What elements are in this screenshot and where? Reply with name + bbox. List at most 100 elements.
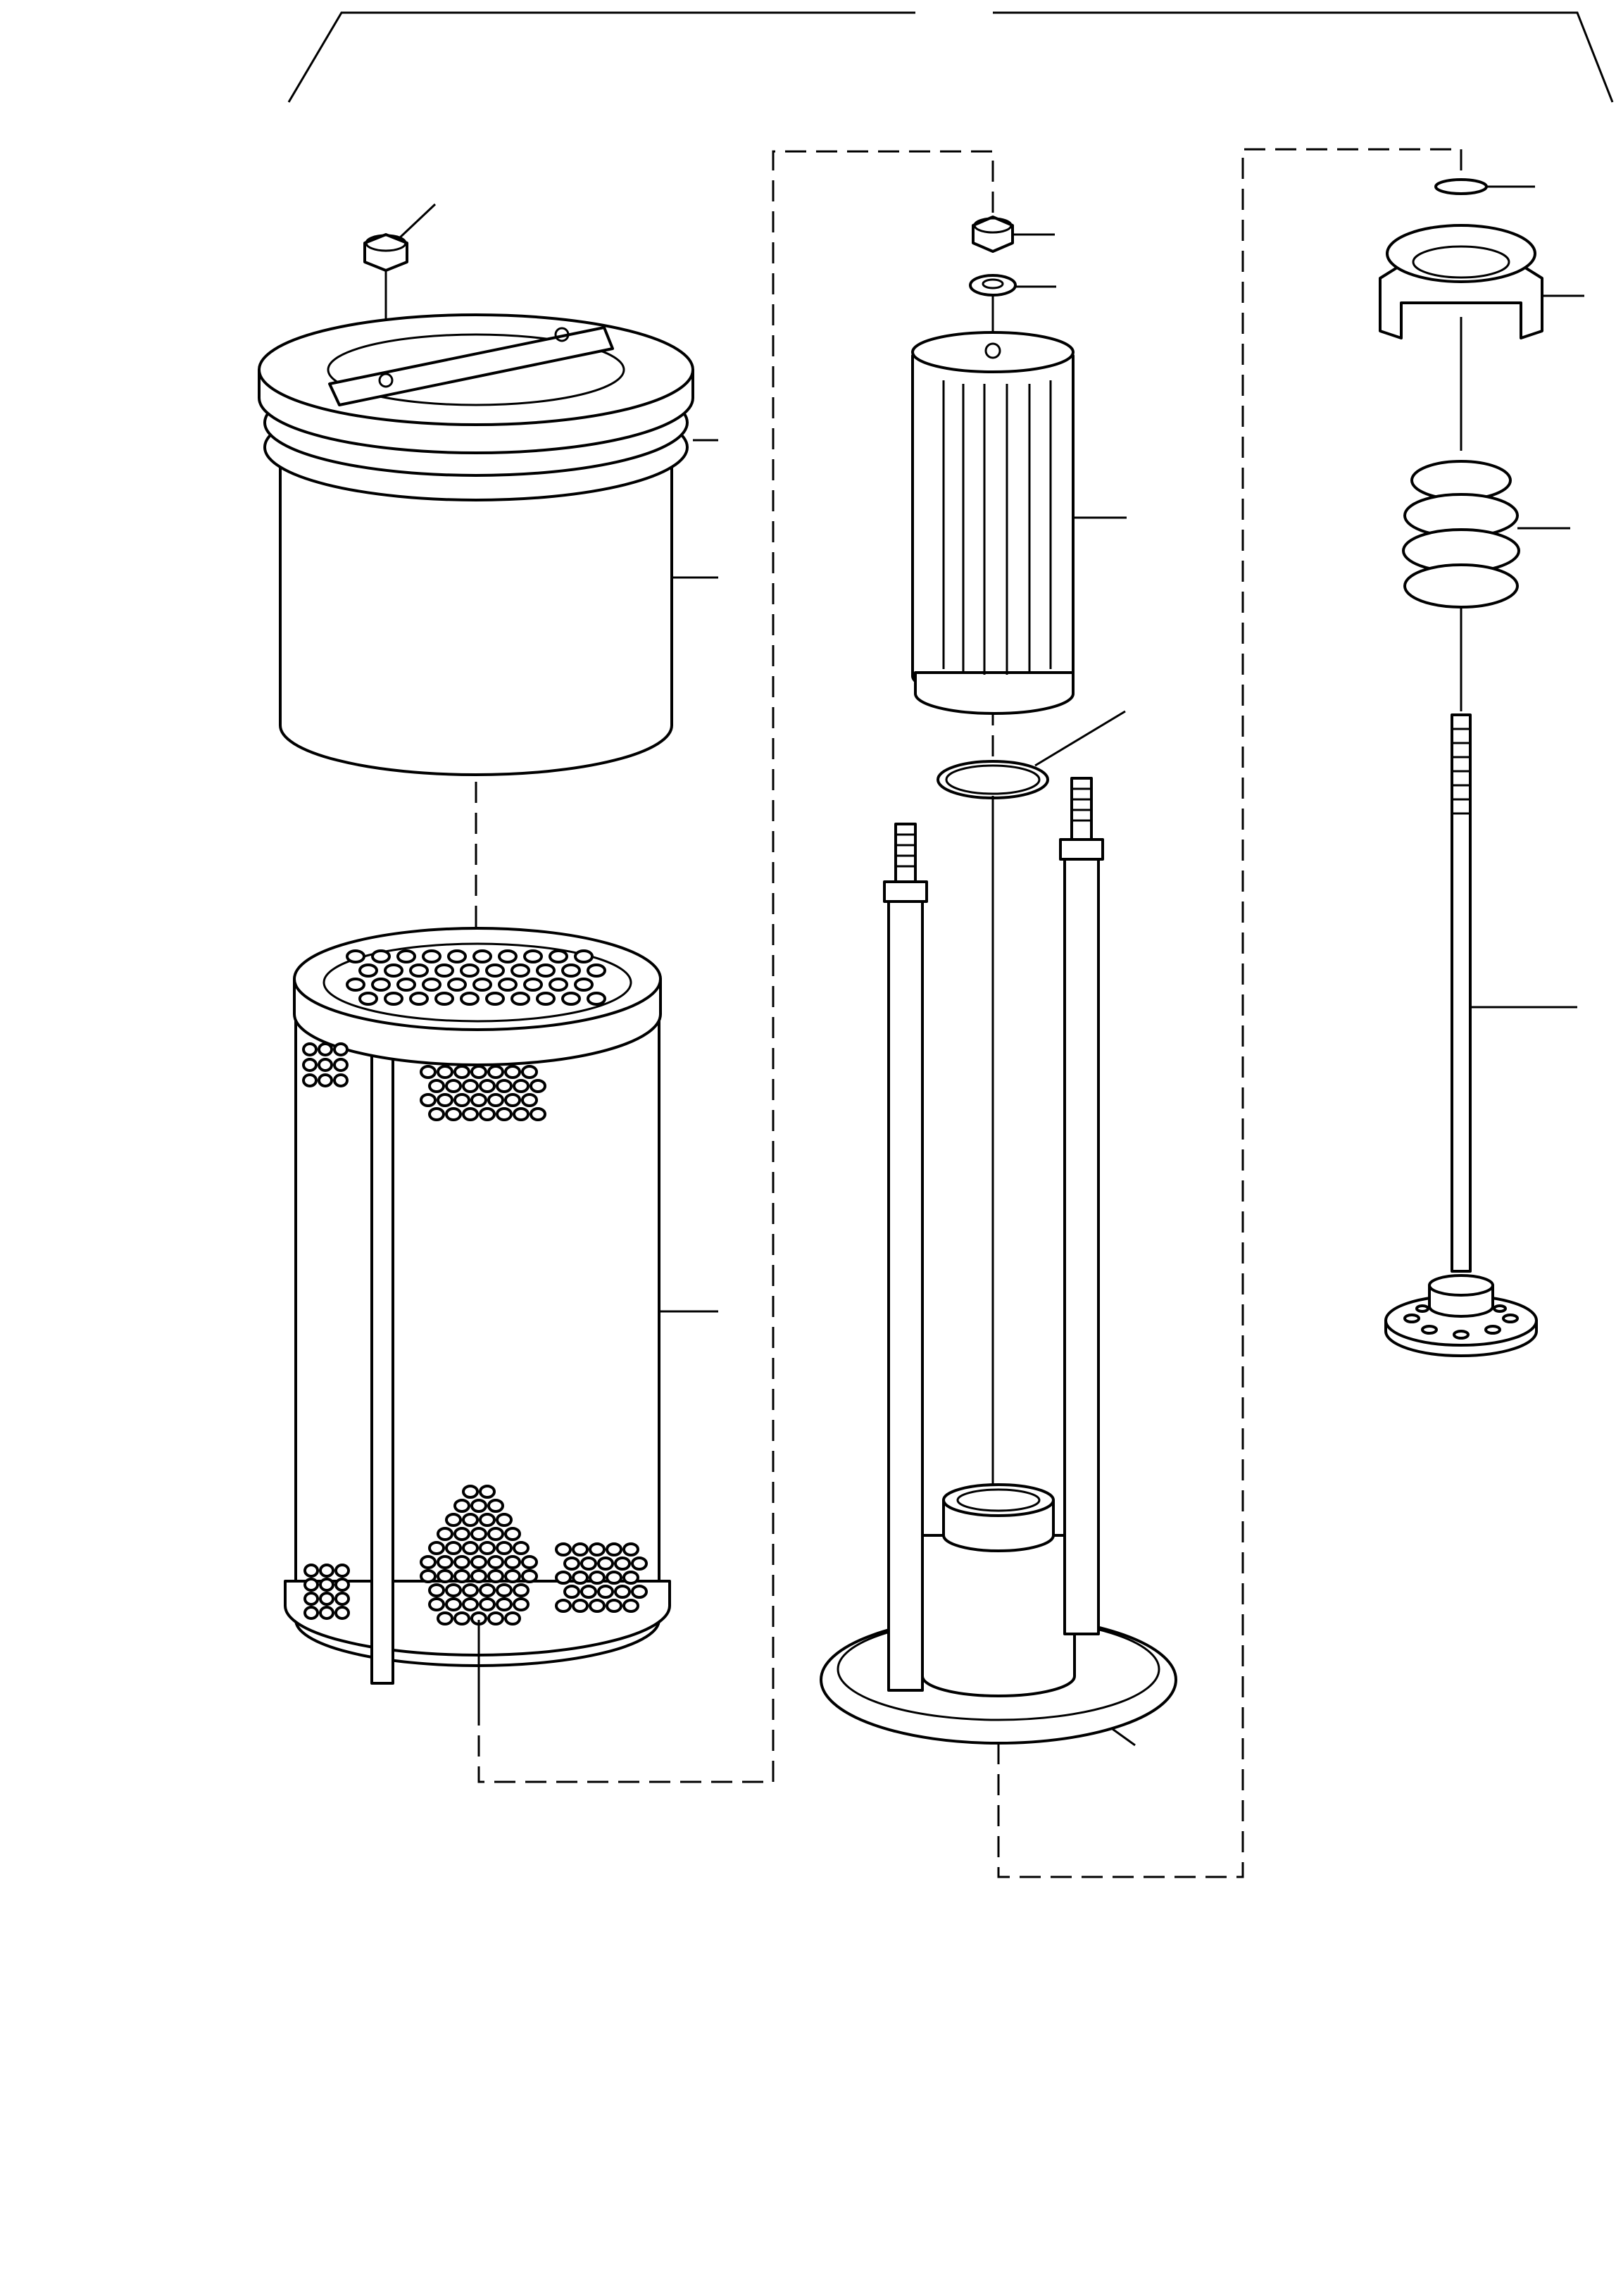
perforation-hole — [606, 1599, 622, 1613]
strainer-holes-side — [302, 1042, 648, 1626]
perforated-strainer — [284, 927, 671, 1704]
perforation-hole — [631, 1585, 648, 1599]
filter-bowl — [258, 313, 694, 776]
perforation-hole — [563, 1585, 580, 1599]
perforation-hole — [453, 1065, 470, 1079]
perforation-hole — [513, 1107, 530, 1121]
perforation-hole — [358, 963, 378, 978]
perforation-hole — [371, 949, 391, 963]
perforation-hole — [521, 1065, 538, 1079]
perforation-hole — [487, 1555, 504, 1569]
perforation-hole — [371, 978, 391, 992]
perforation-hole — [614, 1556, 631, 1571]
perforation-hole — [513, 1541, 530, 1555]
perforation-hole — [346, 949, 365, 963]
perforation-hole — [346, 978, 365, 992]
perforation-hole — [420, 1555, 437, 1569]
perforation-hole — [504, 1569, 521, 1583]
perforation-hole — [318, 1042, 333, 1056]
perforation-hole — [589, 1542, 606, 1556]
perforation-hole — [434, 992, 454, 1006]
perforation-hole — [384, 963, 403, 978]
perforation-hole — [445, 1107, 462, 1121]
o-ring-seal — [937, 710, 1126, 799]
perforation-hole — [472, 978, 492, 992]
perforation-hole — [445, 1513, 462, 1527]
perforation-hole — [428, 1597, 445, 1611]
left-leader-lines — [396, 203, 718, 1313]
perforation-hole — [420, 1065, 437, 1079]
perforation-hole — [572, 1542, 589, 1556]
perforation-hole — [496, 1107, 513, 1121]
perforation-hole — [589, 1599, 606, 1613]
perforation-hole — [622, 1571, 639, 1585]
perforation-hole — [303, 1606, 319, 1620]
perforation-hole — [437, 1527, 453, 1541]
perforation-hole — [606, 1571, 622, 1585]
perforation-hole — [460, 992, 480, 1006]
perforation-hole — [428, 1583, 445, 1597]
perforation-hole — [479, 1107, 496, 1121]
perforation-hole — [572, 1571, 589, 1585]
perforation-hole — [485, 963, 505, 978]
perforation-hole — [462, 1485, 479, 1499]
perforation-hole — [587, 963, 606, 978]
perforation-hole — [420, 1093, 437, 1107]
perforation-hole — [504, 1611, 521, 1626]
perforation-hole — [428, 1079, 445, 1093]
perforation-hole — [462, 1541, 479, 1555]
perforation-hole — [453, 1555, 470, 1569]
perforation-hole — [462, 1583, 479, 1597]
perforation-hole — [437, 1569, 453, 1583]
perforation-hole — [523, 949, 543, 963]
perforation-hole — [303, 1564, 319, 1578]
perforation-hole — [487, 1499, 504, 1513]
perforation-hole — [470, 1499, 487, 1513]
perforation-hole — [536, 992, 556, 1006]
perforation-hole — [420, 1569, 437, 1583]
cover-nut — [363, 233, 408, 370]
strainer-holes-top — [346, 949, 606, 1006]
bolt-plate — [1384, 1274, 1538, 1357]
perforation-hole — [334, 1606, 350, 1620]
perforation-hole — [555, 1599, 572, 1613]
coil-spring — [1402, 460, 1570, 711]
perforation-hole — [513, 1583, 530, 1597]
tie-rod-right — [1059, 777, 1104, 1635]
perforation-hole — [462, 1107, 479, 1121]
perforation-hole — [498, 978, 518, 992]
perforation-hole — [523, 978, 543, 992]
perforation-hole — [496, 1513, 513, 1527]
perforation-hole — [422, 949, 441, 963]
perforation-hole — [409, 963, 429, 978]
perforation-hole — [333, 1058, 349, 1072]
perforation-hole — [504, 1093, 521, 1107]
perforation-hole — [462, 1513, 479, 1527]
perforation-hole — [384, 992, 403, 1006]
circlip — [1434, 178, 1535, 195]
perforation-hole — [358, 992, 378, 1006]
perforation-hole — [453, 1093, 470, 1107]
perforation-hole — [428, 1107, 445, 1121]
perforation-hole — [587, 992, 606, 1006]
perforation-hole — [530, 1107, 546, 1121]
perforation-hole — [318, 1058, 333, 1072]
perforation-hole — [334, 1578, 350, 1592]
perforation-hole — [437, 1065, 453, 1079]
perforation-hole — [302, 1058, 318, 1072]
perforation-hole — [409, 992, 429, 1006]
perforation-hole — [498, 949, 518, 963]
perforation-hole — [549, 949, 568, 963]
perforation-hole — [422, 978, 441, 992]
perforation-hole — [563, 1556, 580, 1571]
perforation-hole — [597, 1556, 614, 1571]
perforation-hole — [453, 1527, 470, 1541]
perforation-hole — [437, 1555, 453, 1569]
perforation-hole — [511, 963, 530, 978]
spring-retainer — [1379, 224, 1584, 451]
group-bracket — [287, 11, 1614, 103]
perforation-hole — [479, 1079, 496, 1093]
perforation-hole — [580, 1556, 597, 1571]
perforation-hole — [447, 978, 467, 992]
